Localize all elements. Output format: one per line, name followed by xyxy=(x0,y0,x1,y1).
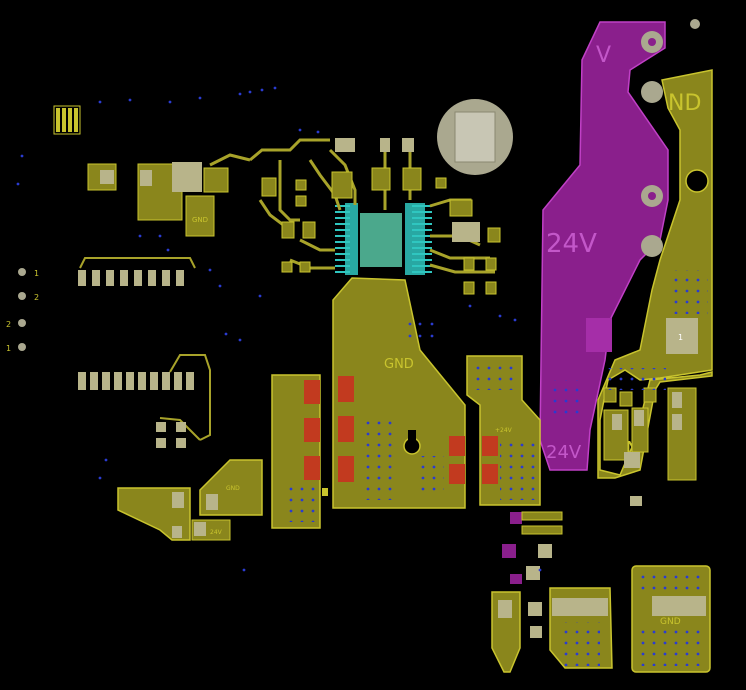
bottom-24v-big-label: 24V xyxy=(546,229,597,259)
gnd-center-label: GND xyxy=(384,357,414,372)
gnd-small-label: GND xyxy=(192,216,208,224)
edge-pin-label: 2 xyxy=(6,320,11,329)
pin-header-upper[interactable] xyxy=(76,268,192,288)
scattered-vias xyxy=(16,86,542,572)
gnd-top-right-label: ND xyxy=(668,91,701,116)
via-field xyxy=(636,572,706,592)
smd-pad-red xyxy=(449,464,465,484)
bottom-pad xyxy=(510,574,522,584)
ic-pins-right xyxy=(412,205,432,273)
via-field xyxy=(606,368,666,390)
edge-pin-label: 1 xyxy=(6,344,11,353)
pad-number: 1 xyxy=(678,333,683,342)
bottom-pad xyxy=(586,318,612,352)
v24-tiny-label: +24V xyxy=(495,427,513,434)
via-field xyxy=(282,486,318,522)
pad xyxy=(172,526,182,538)
mounting-hole-icon[interactable] xyxy=(641,81,663,103)
mounting-hole-icon[interactable] xyxy=(685,169,709,193)
ic-pins-left xyxy=(335,205,350,273)
pad xyxy=(194,522,206,536)
smd-pads-left-lower xyxy=(156,422,186,448)
bottom-pad xyxy=(502,544,516,558)
pad xyxy=(322,488,328,496)
via-field xyxy=(500,440,536,500)
smd-pad-red xyxy=(482,464,498,484)
via-field xyxy=(550,380,580,420)
gnd-bottom-right-label: GND xyxy=(660,617,681,627)
smd-pad-red xyxy=(449,436,465,456)
via-field xyxy=(640,630,704,666)
mounting-hole-icon[interactable] xyxy=(641,235,663,257)
bottom-pad xyxy=(510,512,522,524)
mounting-hole-icon[interactable] xyxy=(641,31,663,53)
smd-pad-red xyxy=(338,456,354,482)
small-ic-top-left[interactable] xyxy=(53,105,81,135)
smd-pad-red xyxy=(338,376,354,402)
bottom-24v-small-label: 24V xyxy=(546,442,582,463)
bottom-v-top-label: V xyxy=(596,43,611,68)
mounting-hole-icon[interactable] xyxy=(641,185,663,207)
via-field xyxy=(560,622,600,666)
via-field xyxy=(420,456,444,496)
via-field xyxy=(364,420,394,500)
smd-components-ic-area xyxy=(261,138,501,295)
pad-large xyxy=(666,318,698,354)
gnd-small-label: GND xyxy=(226,485,240,492)
smd-pad-red xyxy=(338,416,354,442)
via-field xyxy=(672,270,708,314)
mounting-hole-icon[interactable] xyxy=(690,19,700,29)
pad xyxy=(172,492,184,508)
connector-block[interactable] xyxy=(87,162,229,237)
v24-bottom-left-label: 24V xyxy=(210,529,223,536)
smd-pad-red xyxy=(304,418,320,442)
edge-pin-label: 1 xyxy=(34,269,39,278)
pin-header-lower[interactable] xyxy=(78,372,194,390)
edge-connector-left[interactable] xyxy=(18,268,26,351)
via-field xyxy=(476,360,516,390)
top-copper-lower-left-pour[interactable] xyxy=(117,459,263,541)
pad xyxy=(206,494,218,510)
smd-pad-red xyxy=(482,436,498,456)
main-ic[interactable] xyxy=(345,203,425,275)
smd-pad-red xyxy=(304,380,320,404)
smd-pad-red xyxy=(304,456,320,480)
pad-group-right xyxy=(603,387,697,481)
battery-holder[interactable] xyxy=(437,99,513,175)
edge-pin-label: 2 xyxy=(34,293,39,302)
